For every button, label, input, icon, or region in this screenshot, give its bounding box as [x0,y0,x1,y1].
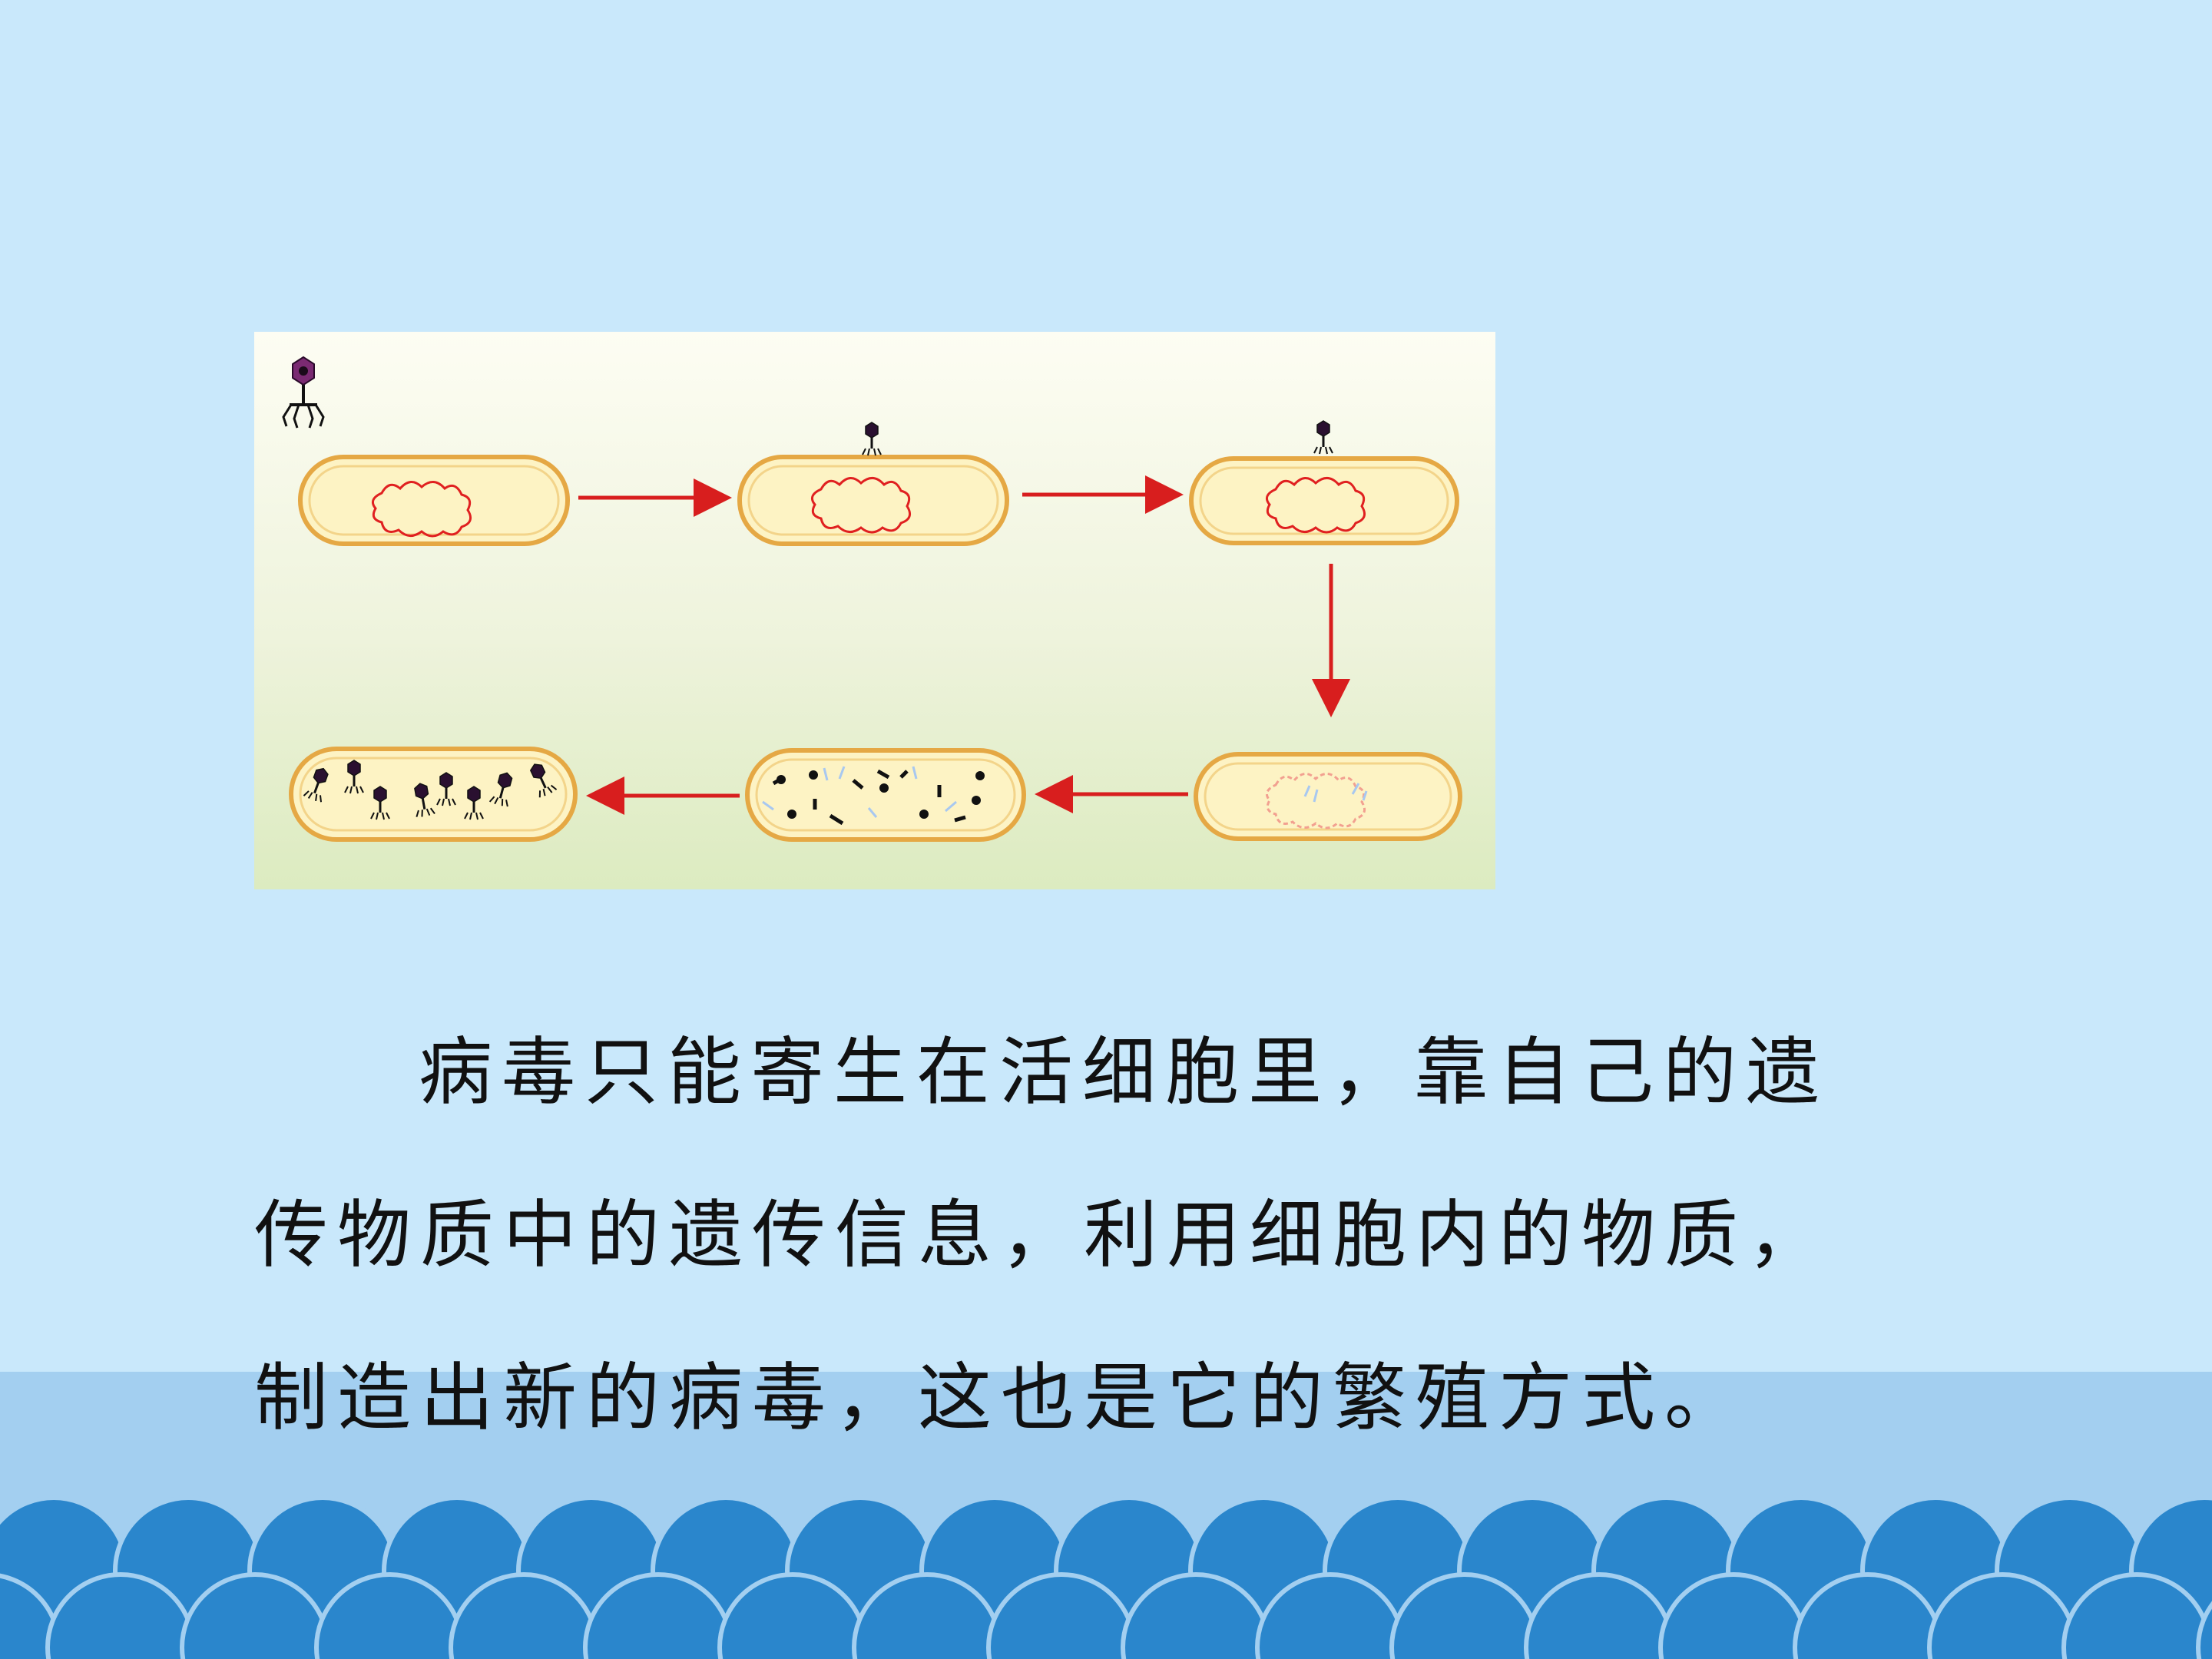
stage-attach [737,421,1009,546]
wave-bump [2196,1601,2212,1659]
caption-line-1: 病毒只能寄生在活细胞里，靠自己的遗 [419,1029,1829,1115]
caption-line-3: 制造出新的病毒，这也是它的繁殖方式。 [254,1355,1747,1441]
stage-bacterium [298,455,570,546]
phage-lifecycle-diagram [254,332,1495,889]
wave-decoration [0,1495,2212,1659]
stage-parts-synthesized [745,748,1026,842]
stage-assembly [289,747,578,842]
stage-inject [1189,419,1459,545]
caption-text: 病毒只能寄生在活细胞里，靠自己的遗 传物质中的遗传信息，利用细胞内的物质， 制造… [254,991,1975,1479]
stage-dna-degraded [1194,752,1462,841]
caption-line-2: 传物质中的遗传信息，利用细胞内的物质， [254,1192,1830,1278]
